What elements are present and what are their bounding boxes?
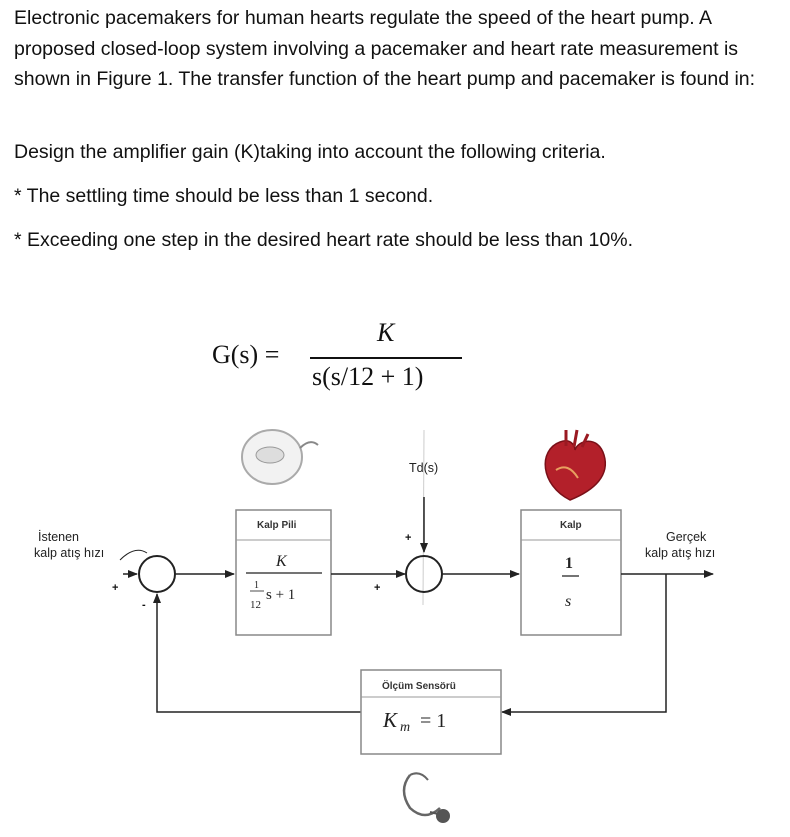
input-label-line2: kalp atış hızı (34, 546, 104, 560)
sensor-expr-var: K (382, 708, 398, 732)
formula-lhs: G(s) = (212, 340, 280, 369)
input-label-line1: İstenen (38, 530, 79, 544)
sensor-expr-rest: = 1 (415, 710, 446, 732)
criterion-settling-time: * The settling time should be less than … (14, 185, 434, 207)
formula-numerator: K (377, 318, 395, 347)
sensor-block-title: Ölçüm Sensörü (382, 679, 456, 692)
heart-image (544, 429, 606, 501)
output-label-line1: Gerçek (666, 530, 707, 544)
sum2-left-plus-sign: + (374, 582, 380, 594)
heart-block (520, 509, 622, 636)
heart-block-title: Kalp (560, 520, 582, 531)
design-instruction: Design the amplifier gain (K)taking into… (14, 141, 606, 163)
sum2-top-plus-sign: + (405, 532, 411, 544)
pacemaker-numerator: K (275, 553, 288, 570)
formula-fraction-bar (310, 357, 462, 359)
pacemaker-den-frac-num: 1 (254, 580, 259, 591)
sensor-device-image (402, 772, 450, 823)
output-label-line2: kalp atış hızı (645, 546, 715, 560)
sum1-minus-sign: - (142, 599, 146, 611)
feedback-path-in (501, 574, 667, 716)
disturbance-label: Td(s) (409, 461, 438, 475)
pacemaker-den-frac-den: 12 (250, 599, 261, 611)
sensor-block (360, 669, 502, 755)
pacemaker-den-rest: s + 1 (266, 587, 295, 603)
heart-denominator: s (565, 593, 571, 610)
summing-junction-2 (405, 555, 443, 593)
input-label-leader (119, 549, 148, 561)
criterion-overshoot: * Exceeding one step in the desired hear… (14, 229, 633, 251)
sum1-plus-sign: + (112, 582, 118, 594)
problem-paragraph: Electronic pacemakers for human hearts r… (14, 7, 756, 90)
heart-numerator: 1 (565, 555, 573, 572)
feedback-path-out (153, 593, 361, 713)
sensor-expr-sub: m (400, 720, 410, 735)
formula-denominator: s(s/12 + 1) (312, 362, 424, 391)
summing-junction-1 (138, 555, 176, 593)
pacemaker-block-title: Kalp Pili (257, 520, 297, 531)
pacemaker-device-image (241, 429, 319, 485)
